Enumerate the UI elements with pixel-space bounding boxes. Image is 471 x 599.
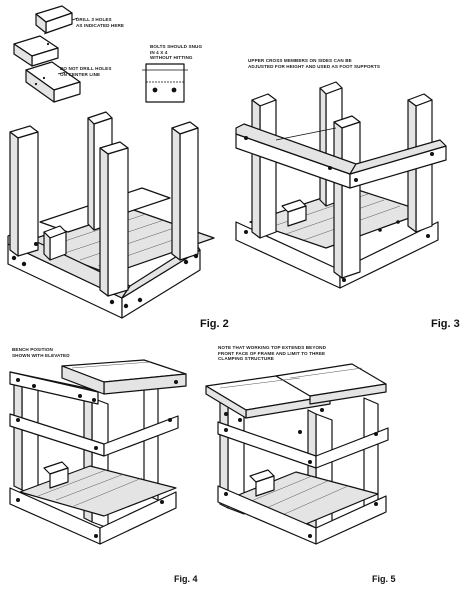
fig3-drawing (235, 81, 447, 289)
fig5-drawing (205, 363, 389, 545)
no-center-line-note-line: DO NOT DRILL HOLES (60, 66, 112, 71)
fig5-note-line: NOTE THAT WORKING TOP EXTENDS BEYOND (218, 345, 326, 350)
fig4-note-line: BENCH POSITION (12, 347, 53, 352)
bolts-snug-note-line: BOLTS SHOULD SNUG (150, 44, 203, 49)
fig2-caption: Fig. 2 (200, 318, 229, 330)
fig5-note: NOTE THAT WORKING TOP EXTENDS BEYOND FRO… (218, 345, 326, 362)
fig4-note-line: SHOWN WITH ELEVATED (12, 352, 70, 358)
drill-holes-note-line: AS INDICATED HERE (76, 22, 125, 28)
fig3-caption: Fig. 3 (431, 318, 460, 330)
fig5-caption: Fig. 5 (372, 574, 396, 584)
drill-holes-note-line: DRILL 3 HOLES (76, 17, 112, 22)
no-center-line-note: DO NOT DRILL HOLES ON CENTER LINE (60, 66, 111, 77)
upper-cross-note-line: UPPER CROSS MEMBERS ON SIDES CAN BE (248, 58, 352, 63)
bolts-snug-note: BOLTS SHOULD SNUG IN 4 x 4 WITHOUT HITTI… (150, 44, 202, 61)
post-end-detail-drawing (13, 5, 81, 103)
no-center-line-note-line: ON CENTER LINE (60, 71, 101, 77)
bolt-detail-drawing (142, 63, 188, 103)
fig4-note: BENCH POSITION SHOWN WITH ELEVATED (12, 347, 70, 358)
upper-cross-note-line: ADJUSTED FOR HEIGHT AND USED AS FOOT SUP… (248, 63, 381, 69)
bolts-snug-note-line: IN 4 x 4 (150, 49, 168, 55)
fig5-note-line: FRONT FACE OF FRAME AND LIMIT TO THREE (218, 350, 326, 356)
fig4-drawing (9, 359, 187, 545)
drill-holes-note: DRILL 3 HOLES AS INDICATED HERE (76, 17, 124, 28)
upper-cross-note: UPPER CROSS MEMBERS ON SIDES CAN BE ADJU… (248, 58, 380, 69)
fig4-caption: Fig. 4 (174, 574, 198, 584)
fig2-drawing (7, 111, 215, 319)
fig5-note-line: CLAMPING STRUCTURE (218, 356, 274, 362)
bolts-snug-note-line: WITHOUT HITTING (150, 55, 193, 61)
